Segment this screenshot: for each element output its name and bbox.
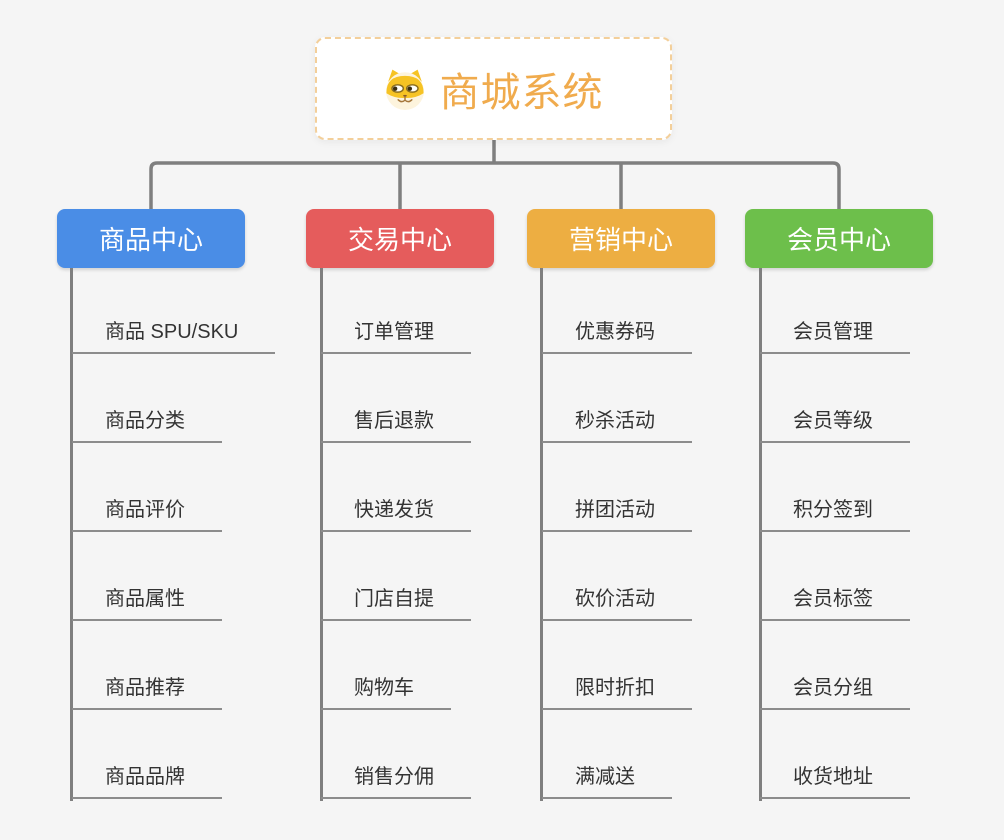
leaf-topic[interactable]: 商品分类: [72, 408, 222, 443]
branch-node-trade-center[interactable]: 交易中心: [306, 209, 494, 268]
leaf-topic[interactable]: 收货地址: [760, 764, 910, 799]
root-node[interactable]: 商城系统: [315, 37, 672, 140]
branch-node-product-center[interactable]: 商品中心: [57, 209, 245, 268]
bus-line: [149, 161, 841, 209]
branch-trunk-line: [70, 268, 73, 801]
leaf-topic[interactable]: 商品推荐: [72, 675, 222, 710]
leaf-topic[interactable]: 商品属性: [72, 586, 222, 621]
leaf-topic[interactable]: 快递发货: [321, 497, 471, 532]
branch-label: 营销中心: [568, 225, 673, 255]
leaf-topic[interactable]: 秒杀活动: [542, 408, 692, 443]
branch-node-marketing-center[interactable]: 营销中心: [527, 209, 715, 268]
leaf-topic[interactable]: 优惠券码: [542, 319, 692, 354]
branch-trunk-line: [540, 268, 543, 801]
branch-trunk-line: [759, 268, 762, 801]
leaf-column-product: 商品 SPU/SKU 商品分类 商品评价 商品属性 商品推荐 商品品牌: [72, 265, 276, 799]
branch-trunk-line: [320, 268, 323, 801]
leaf-topic[interactable]: 积分签到: [760, 497, 910, 532]
leaf-topic[interactable]: 会员管理: [760, 319, 910, 354]
leaf-topic[interactable]: 拼团活动: [542, 497, 692, 532]
leaf-topic[interactable]: 购物车: [321, 675, 451, 710]
leaf-topic[interactable]: 会员分组: [760, 675, 910, 710]
leaf-topic[interactable]: 商品评价: [72, 497, 222, 532]
branch-node-member-center[interactable]: 会员中心: [745, 209, 933, 268]
dog-face-icon: [384, 68, 426, 110]
leaf-topic[interactable]: 会员标签: [760, 586, 910, 621]
leaf-topic[interactable]: 限时折扣: [542, 675, 692, 710]
leaf-topic[interactable]: 销售分佣: [321, 764, 471, 799]
leaf-topic[interactable]: 商品 SPU/SKU: [72, 319, 276, 354]
root-title: 商城系统: [439, 70, 604, 115]
leaf-column-member: 会员管理 会员等级 积分签到 会员标签 会员分组 收货地址: [760, 265, 910, 799]
leaf-topic[interactable]: 售后退款: [321, 408, 471, 443]
leaf-column-marketing: 优惠券码 秒杀活动 拼团活动 砍价活动 限时折扣 满减送: [542, 265, 692, 799]
leaf-topic[interactable]: 门店自提: [321, 586, 471, 621]
leaf-topic[interactable]: 商品品牌: [72, 764, 222, 799]
leaf-topic[interactable]: 满减送: [542, 764, 672, 799]
leaf-topic[interactable]: 会员等级: [760, 408, 910, 443]
branch-label: 商品中心: [98, 225, 203, 255]
leaf-topic[interactable]: 订单管理: [321, 319, 471, 354]
leaf-topic[interactable]: 砍价活动: [542, 586, 692, 621]
branch-label: 会员中心: [786, 225, 891, 255]
branch-label: 交易中心: [347, 225, 452, 255]
leaf-column-trade: 订单管理 售后退款 快递发货 门店自提 购物车 销售分佣: [321, 265, 471, 799]
